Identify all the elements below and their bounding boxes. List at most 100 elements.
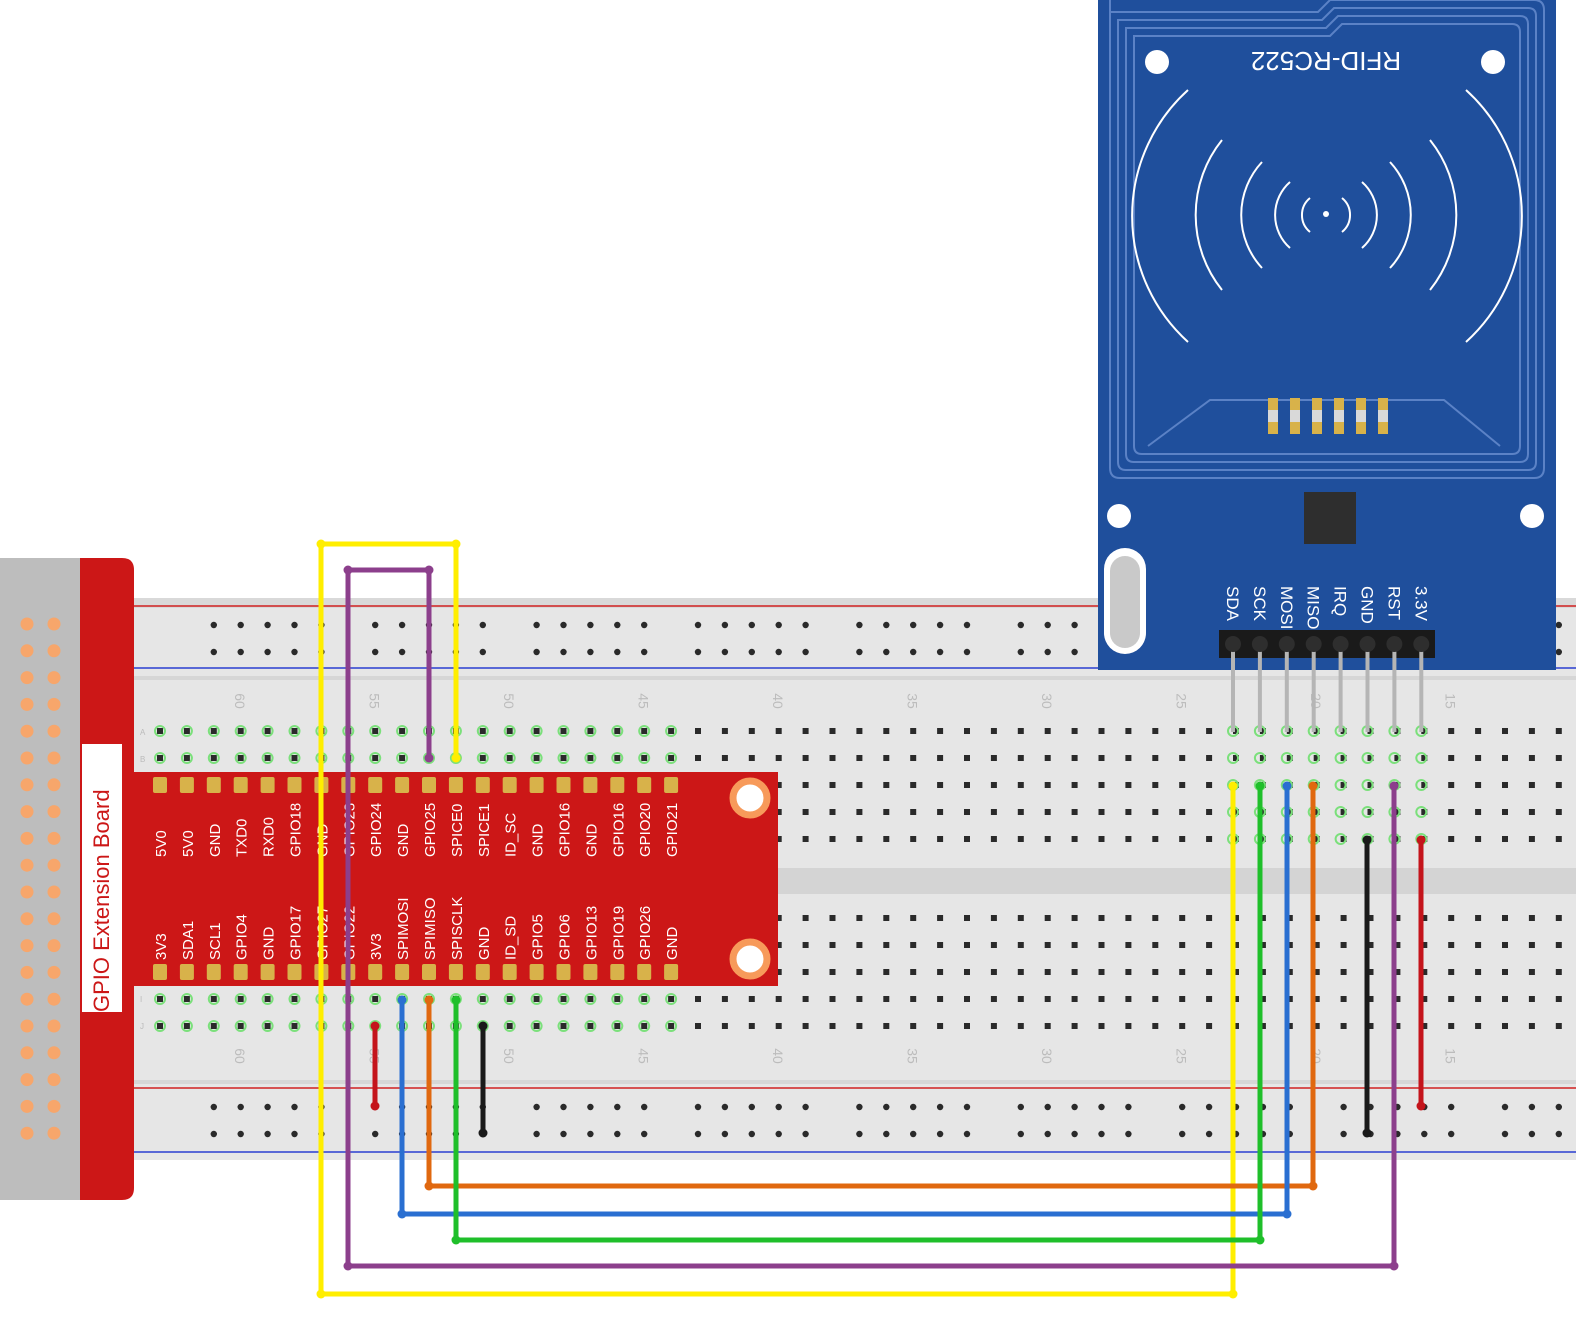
wire-blue-mosi [399, 783, 1290, 1217]
cobbler-bottom-pin-label: 3V3 [153, 933, 170, 960]
breadboard-hole [990, 782, 997, 788]
connected-hole [288, 725, 301, 737]
wire-orange-miso [426, 783, 1316, 1189]
rfid-pin [1305, 636, 1322, 652]
ribbon-pin-dot [47, 1073, 61, 1087]
connected-hole [180, 752, 193, 764]
breadboard-hole [883, 809, 890, 815]
wire-joint [397, 1209, 407, 1219]
breadboard-hole [964, 1023, 970, 1029]
breadboard-hole [1448, 782, 1455, 788]
breadboard-hole [748, 996, 755, 1002]
rail-hole [775, 621, 782, 629]
breadboard-hole [1475, 996, 1482, 1002]
rail-hole [291, 621, 298, 629]
rail-hole [372, 621, 379, 629]
breadboard-hole [1152, 942, 1159, 948]
connected-hole [584, 725, 597, 737]
breadboard-hole [1555, 996, 1562, 1002]
connected-hole [530, 725, 543, 737]
rail-hole [1340, 1103, 1347, 1111]
rail-hole [748, 621, 755, 629]
breadboard-hole [1340, 1023, 1347, 1029]
breadboard-hole [1367, 755, 1374, 761]
breadboard-hole [479, 728, 486, 734]
connected-hole [584, 752, 597, 764]
breadboard-hole [1259, 1023, 1266, 1029]
breadboard-hole [1475, 942, 1482, 948]
rfid-resistor-body [1334, 410, 1344, 422]
breadboard-hole [721, 728, 728, 734]
connected-hole [611, 1020, 624, 1032]
breadboard-hole [1071, 782, 1078, 788]
rail-hole [479, 621, 486, 629]
breadboard-hole [1259, 836, 1266, 842]
rail-hole [883, 1103, 890, 1111]
ribbon-pin-dot [20, 697, 34, 711]
connected-hole [288, 1020, 301, 1032]
rfid-components [1268, 398, 1388, 434]
breadboard-hole [1502, 1023, 1508, 1029]
rail-hole [1044, 621, 1051, 629]
breadboard-hole [829, 836, 836, 842]
breadboard-hole [1367, 969, 1374, 975]
rail-hole [264, 1130, 271, 1138]
wire-joint [451, 539, 461, 549]
breadboard-hole [1206, 755, 1213, 761]
breadboard-hole [964, 969, 970, 975]
ribbon-pin-dot [47, 1046, 61, 1060]
rail-hole [1017, 1130, 1024, 1138]
rail-hole [210, 621, 217, 629]
connected-hole [638, 725, 651, 737]
breadboard-hole [1071, 915, 1078, 921]
breadboard-hole [721, 755, 728, 761]
breadboard-hole [990, 755, 997, 761]
breadboard-hole [1367, 1023, 1374, 1029]
breadboard-hole [641, 1023, 648, 1029]
connected-hole [234, 725, 247, 737]
cobbler-bottom-pin-label: GPIO17 [288, 906, 305, 960]
breadboard-hole [1475, 969, 1482, 975]
breadboard-hole [1313, 809, 1320, 815]
rail-hole [587, 1130, 594, 1138]
column-number: 20 [1308, 693, 1324, 709]
breadboard-hole [1071, 996, 1078, 1002]
cobbler-top-pin-label: GPIO18 [288, 803, 305, 857]
cobbler-pin [179, 777, 194, 793]
breadboard-hole [1475, 915, 1482, 921]
breadboard-hole [1233, 915, 1239, 921]
rfid-pin-lead [1338, 644, 1343, 732]
breadboard-hole [560, 755, 567, 761]
breadboard-hole [237, 755, 244, 761]
connected-hole [180, 725, 193, 737]
breadboard-hole [479, 755, 486, 761]
breadboard-hole [937, 836, 944, 842]
rail-hole [748, 1130, 755, 1138]
breadboard-hole [1555, 809, 1562, 815]
ribbon-pin-dot [47, 939, 61, 953]
breadboard-hole [533, 996, 540, 1002]
breadboard-hole [1206, 915, 1213, 921]
breadboard-hole [1152, 809, 1159, 815]
rail-hole [936, 648, 944, 656]
wire-joint [1282, 1209, 1292, 1219]
breadboard-hole [1421, 728, 1428, 734]
ribbon-pin-dot [20, 939, 34, 953]
breadboard-hole [641, 728, 648, 734]
rail-hole [963, 648, 971, 656]
rail-hole [883, 1130, 890, 1138]
rail-hole [775, 648, 782, 656]
rail-hole [856, 1103, 863, 1111]
rail-hole [614, 1130, 621, 1138]
breadboard-hole [964, 942, 970, 948]
rail-hole [936, 1103, 944, 1111]
breadboard-hole [1528, 969, 1535, 975]
breadboard-hole [1098, 728, 1105, 734]
breadboard-hole [1044, 836, 1051, 842]
breadboard-hole [1528, 728, 1535, 734]
breadboard-hole [183, 1023, 190, 1029]
wire-joint [1308, 1181, 1318, 1191]
mount-hole-top [731, 779, 769, 817]
wire-joint [1389, 1261, 1399, 1271]
